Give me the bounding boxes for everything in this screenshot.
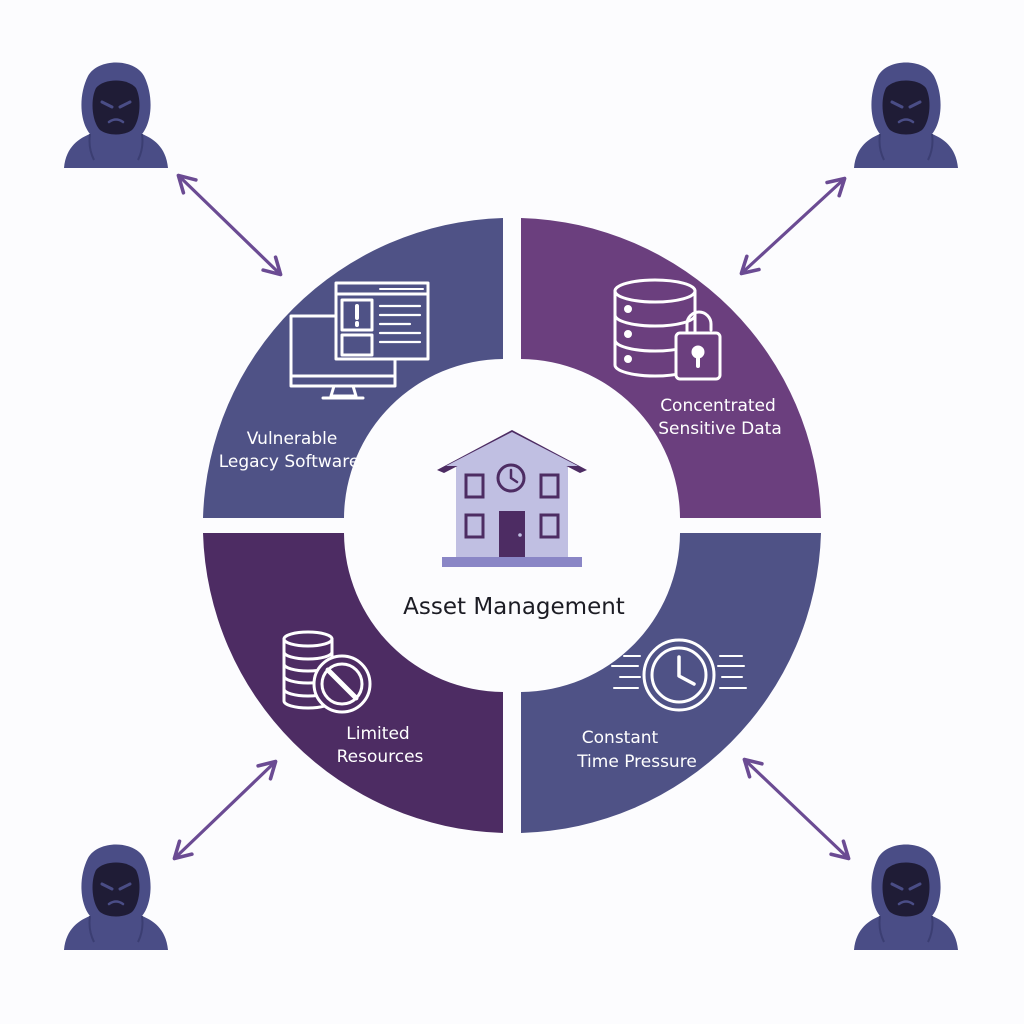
database-lock-icon xyxy=(613,278,722,381)
fast-clock-icon xyxy=(611,638,747,712)
hooded-attacker-icon-top-right xyxy=(852,61,960,170)
quadrant-top-right xyxy=(521,218,821,518)
quadrant-label-top-right-line2: Sensitive Data xyxy=(658,419,782,439)
quadrant-bottom-right xyxy=(521,533,821,833)
arrow-top-right xyxy=(739,176,847,276)
quadrant-label-bottom-left-line1: Limited xyxy=(346,724,409,744)
coins-blocked-icon xyxy=(282,630,372,714)
quadrant-label-bottom-right-line1: Constant xyxy=(582,728,659,748)
arrow-bottom-right xyxy=(742,757,851,861)
hooded-attacker-icon-bottom-left xyxy=(62,843,170,952)
quadrant-label-bottom-right-line2: Time Pressure xyxy=(576,752,697,772)
quadrant-label-top-left-line2: Legacy Software xyxy=(219,452,360,472)
quadrant-label-top-left-line1: Vulnerable xyxy=(247,429,338,449)
quadrant-label-top-right-line1: Concentrated xyxy=(660,396,776,416)
hooded-attacker-icon-top-left xyxy=(62,61,170,170)
hooded-attacker-icon-bottom-right xyxy=(852,843,960,952)
arrow-bottom-left xyxy=(172,759,278,861)
center-label: Asset Management xyxy=(403,594,625,620)
quadrant-label-bottom-left-line2: Resources xyxy=(337,747,424,767)
building-icon xyxy=(437,430,587,567)
arrow-top-left xyxy=(176,173,283,277)
legacy-computer-window-icon xyxy=(289,281,430,400)
